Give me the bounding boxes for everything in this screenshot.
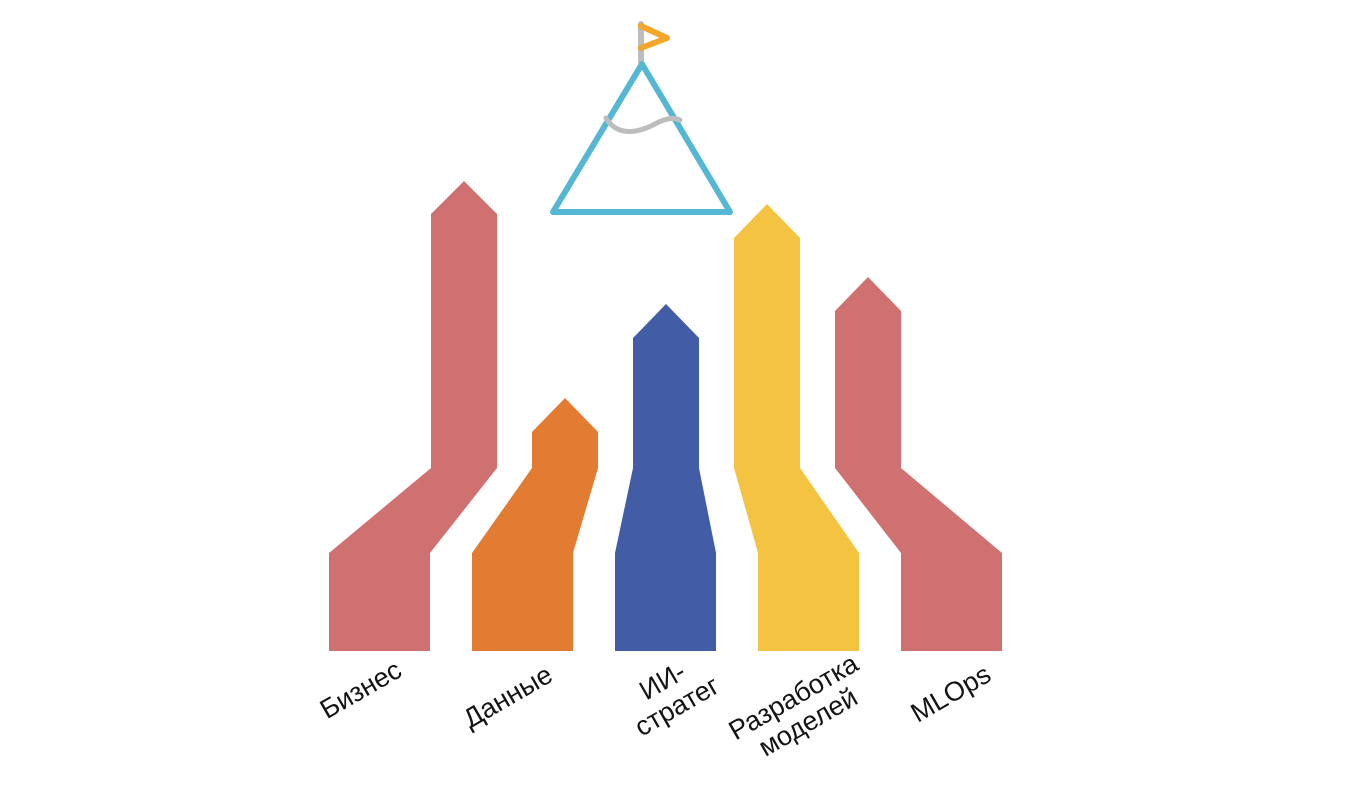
path-arrow-mlops [835, 277, 1002, 651]
mountain-outline-icon [550, 61, 733, 215]
career-paths-diagram: Бизнес Данные ИИ- стратег Разработка мод… [315, 21, 1002, 762]
diagram-canvas [329, 21, 1002, 651]
path-arrow-business [329, 181, 497, 651]
mountain-snowline [603, 115, 683, 134]
path-arrow-ai-strategist [615, 304, 716, 651]
path-arrow-data [472, 398, 598, 651]
path-arrow-model-dev [734, 204, 859, 651]
summit [550, 21, 733, 215]
flag-icon [638, 23, 670, 51]
